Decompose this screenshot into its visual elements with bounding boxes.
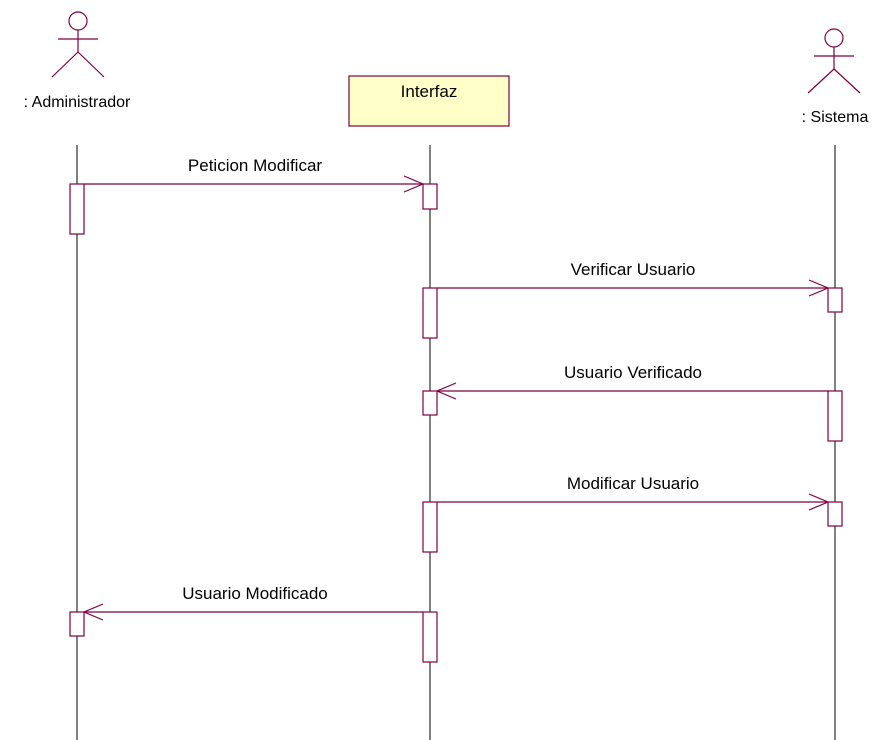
activation-bar — [422, 611, 438, 663]
actor-administrador: : Administrador — [24, 11, 131, 111]
activation-bar — [422, 501, 438, 553]
message-peticion-modificar — [84, 175, 425, 193]
activation-bar — [422, 287, 438, 339]
arrowhead-icon — [435, 382, 457, 400]
object-label-interfaz: Interfaz — [401, 82, 458, 101]
object-box — [348, 75, 510, 127]
object-interfaz: Interfaz — [348, 75, 510, 127]
message-verificar-usuario — [437, 279, 830, 297]
actor-sistema: : Sistema — [802, 28, 869, 126]
message-label: Modificar Usuario — [567, 474, 699, 493]
message-usuario-modificado — [82, 603, 423, 621]
activation-bar — [827, 287, 843, 313]
activation-bar — [827, 390, 843, 442]
arrowhead-icon — [403, 175, 425, 193]
message-label: Peticion Modificar — [188, 156, 323, 175]
activation-bar — [827, 501, 843, 527]
activation-bar — [69, 611, 85, 637]
actor-label-sistema: : Sistema — [802, 109, 869, 126]
arrowhead-icon — [808, 279, 830, 297]
message-label: Usuario Verificado — [564, 363, 702, 382]
arrowhead-icon — [82, 603, 104, 621]
message-usuario-verificado — [435, 382, 828, 400]
message-modificar-usuario — [437, 493, 830, 511]
activation-bar — [422, 183, 438, 210]
activation-bar — [422, 390, 438, 416]
arrowhead-icon — [808, 493, 830, 511]
message-label: Usuario Modificado — [182, 584, 328, 603]
actor-label-administrador: : Administrador — [24, 94, 131, 111]
message-label: Verificar Usuario — [571, 260, 696, 279]
stick-figure-icon — [51, 11, 105, 78]
activation-bar — [69, 183, 85, 235]
activations — [69, 183, 843, 663]
stick-figure-icon — [807, 28, 861, 94]
